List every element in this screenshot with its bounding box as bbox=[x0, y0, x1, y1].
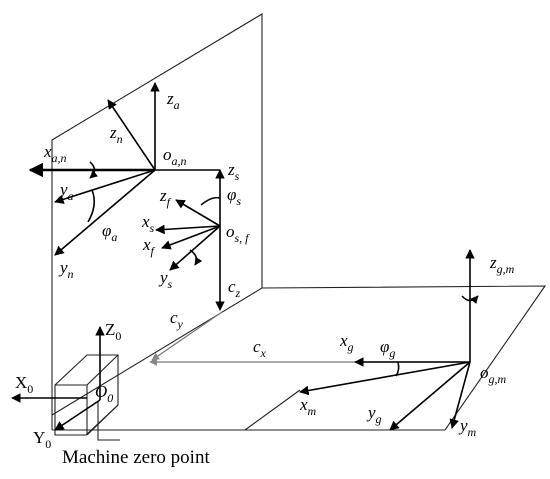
label-zs: zs bbox=[227, 160, 240, 183]
ys-rotation-arrow bbox=[189, 249, 203, 266]
xan-rotation-arrow bbox=[89, 161, 99, 179]
ya-axis bbox=[54, 169, 156, 204]
label-cy: cy bbox=[170, 308, 184, 331]
ys-axis bbox=[169, 225, 221, 271]
label-O0: O0 bbox=[95, 382, 113, 405]
phis-arc bbox=[200, 196, 221, 206]
label-osf: os, f bbox=[226, 222, 250, 245]
phia-arc bbox=[87, 189, 96, 223]
label-xm: xm bbox=[299, 395, 317, 418]
Y0-axis bbox=[54, 399, 101, 431]
label-yg: yg bbox=[366, 403, 382, 426]
ym-axis bbox=[449, 361, 471, 429]
label-Y0: Y0 bbox=[33, 428, 51, 451]
label-Z0: Z0 bbox=[105, 320, 121, 343]
plane-inner-edge bbox=[244, 389, 301, 431]
label-ym: ym bbox=[458, 416, 477, 439]
machine-zero-box bbox=[54, 354, 119, 436]
zf-axis bbox=[175, 199, 221, 227]
phig-arc bbox=[395, 361, 400, 377]
label-phis: φs bbox=[227, 185, 241, 208]
horizontal-plane bbox=[52, 285, 547, 431]
label-ys: ys bbox=[158, 268, 173, 291]
label-zn: zn bbox=[109, 123, 123, 146]
label-xg: xg bbox=[339, 331, 354, 354]
yg-axis bbox=[389, 361, 471, 431]
caption-leader bbox=[97, 402, 120, 441]
yn-axis bbox=[54, 169, 156, 256]
zn-axis bbox=[107, 99, 156, 171]
xm-axis bbox=[299, 361, 471, 396]
label-xf: xf bbox=[142, 235, 156, 258]
label-phia: φa bbox=[102, 221, 117, 244]
label-zgm: zg,m bbox=[489, 253, 515, 276]
label-cz: cz bbox=[228, 277, 241, 300]
label-ya: ya bbox=[58, 180, 74, 203]
label-xan: xa,n bbox=[43, 142, 67, 165]
label-oan: oa,n bbox=[163, 145, 187, 168]
label-phig: φg bbox=[380, 337, 395, 360]
label-yn: yn bbox=[58, 258, 74, 281]
cy-dimension-line bbox=[151, 311, 223, 361]
label-xs: xs bbox=[141, 212, 155, 235]
label-zf: zf bbox=[159, 186, 172, 209]
xs-axis bbox=[155, 224, 221, 235]
label-za: za bbox=[166, 89, 180, 112]
vertical-plane bbox=[51, 13, 263, 416]
xf-axis bbox=[161, 225, 221, 250]
label-X0: X0 bbox=[15, 373, 33, 396]
label-cx: cx bbox=[253, 337, 267, 360]
label-ogm: og,m bbox=[480, 363, 507, 386]
zgm-rotation-arrow bbox=[461, 295, 479, 305]
caption-machine-zero-point: Machine zero point bbox=[62, 447, 210, 468]
